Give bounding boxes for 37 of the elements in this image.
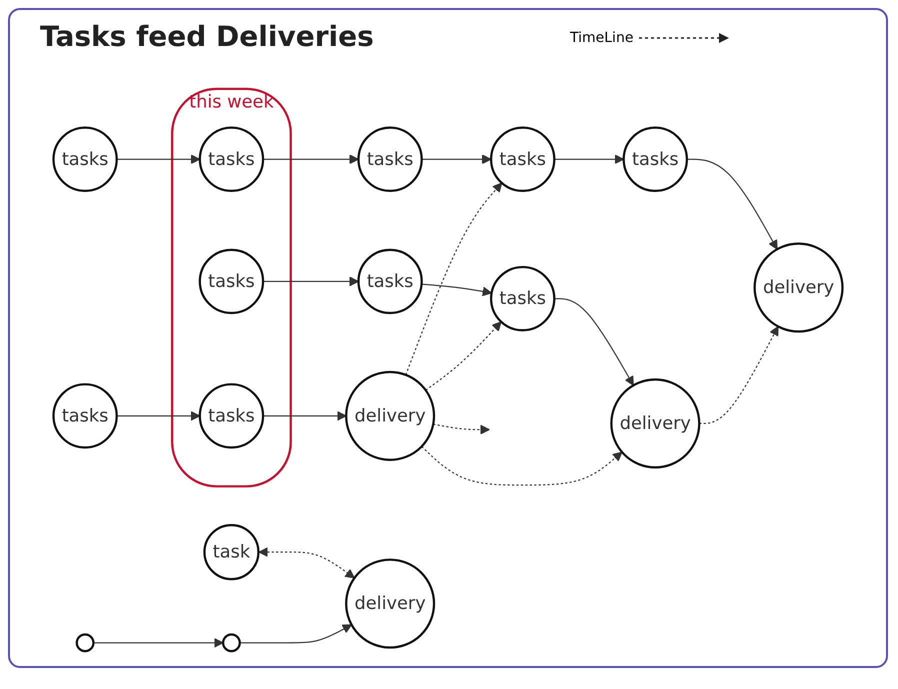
- arrow: [425, 321, 502, 391]
- node-circle: delivery: [345, 370, 436, 461]
- node-circle: delivery: [345, 558, 436, 649]
- arrow: [405, 182, 502, 376]
- node-circle: [222, 633, 241, 652]
- arrow: [240, 624, 352, 644]
- arrow: [263, 154, 359, 164]
- timeline-label: TimeLine: [570, 30, 634, 46]
- arrow: [554, 154, 624, 164]
- arrow: [554, 298, 634, 386]
- arrow: [422, 284, 492, 296]
- arrow: [699, 326, 779, 424]
- arrow: [421, 446, 622, 486]
- arrow: [263, 276, 359, 286]
- node-circle: tasks: [52, 383, 118, 449]
- arrow: [686, 158, 778, 250]
- node-circle: tasks: [622, 126, 688, 192]
- node-circle: tasks: [357, 126, 423, 192]
- node-circle: delivery: [610, 378, 700, 468]
- node-circle: tasks: [198, 126, 264, 192]
- node-circle: delivery: [754, 242, 844, 333]
- node-circle: [76, 633, 95, 652]
- arrow: [258, 547, 355, 578]
- arrow: [116, 154, 200, 164]
- node-circle: tasks: [490, 126, 556, 192]
- node-circle: task: [203, 524, 260, 580]
- arrow: [422, 154, 492, 164]
- node-circle: tasks: [52, 126, 118, 192]
- title: Tasks feed Deliveries: [40, 20, 374, 53]
- arrow: [93, 638, 224, 648]
- node-circle: tasks: [198, 383, 264, 449]
- node-circle: tasks: [198, 248, 264, 314]
- node-circle: tasks: [357, 248, 423, 314]
- arrow: [433, 424, 490, 434]
- arrow: [263, 411, 347, 421]
- arrow: [116, 411, 200, 421]
- node-circle: tasks: [490, 266, 556, 332]
